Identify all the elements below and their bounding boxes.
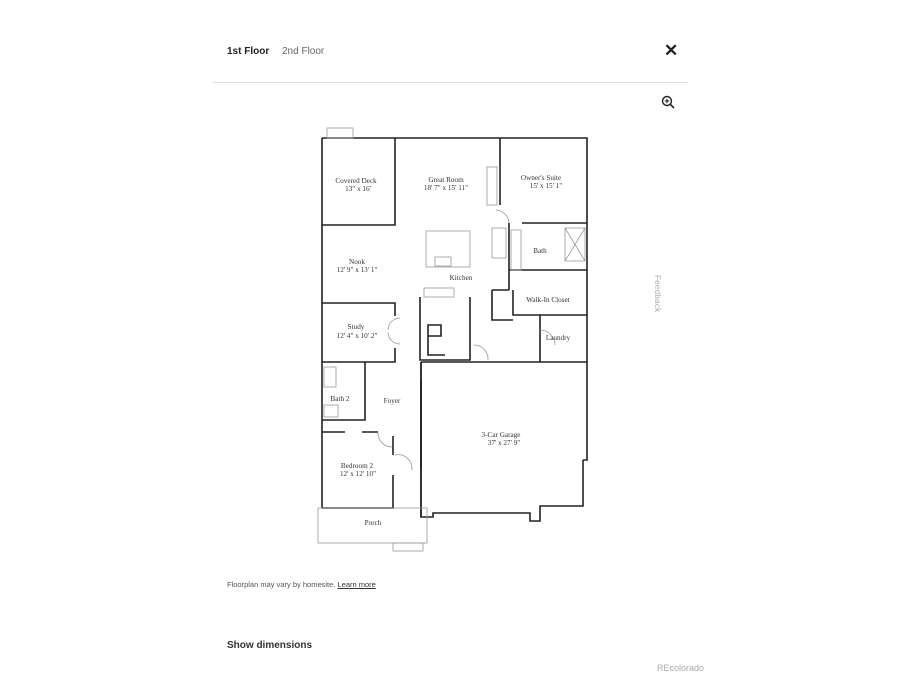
room-label: Porch [365,519,382,527]
floorplan-disclaimer: Floorplan may vary by homesite. Learn mo… [227,580,376,589]
room-label: Bath [533,247,547,255]
room-size: 12' x 12' 10" [340,470,376,478]
brand-watermark: REcolorado [657,663,705,673]
room-size: 18' 7" x 15' 11" [424,184,468,192]
room-label: Covered Deck [335,177,377,185]
zoom-in-icon[interactable] [661,95,675,109]
room-size: 12' 9" x 13' 1" [337,266,378,274]
room-label: Nook [349,258,365,266]
tab-1st-floor[interactable]: 1st Floor [227,46,270,57]
room-label: Study [348,323,365,331]
disclaimer-text: Floorplan may vary by homesite. [227,580,336,589]
room-size: 13" x 16' [345,185,371,193]
room-label: Bedroom 2 [341,462,374,470]
room-label: 3-Car Garage [482,431,521,439]
room-label: Great Room [428,176,464,184]
room-size: 37' x 27' 9" [488,439,521,447]
show-dimensions-button[interactable]: Show dimensions [227,640,313,651]
divider [213,82,688,83]
room-label: 15' x 15' 1" [530,182,563,190]
close-icon[interactable]: ✕ [664,41,679,60]
room-label: Walk-In Closet [526,296,570,304]
room-label: Laundry [546,334,571,342]
room-label: Foyer [384,397,401,405]
learn-more-link[interactable]: Learn more [337,580,376,589]
room-label: Kitchen [450,274,473,282]
tab-2nd-floor[interactable]: 2nd Floor [282,46,325,57]
room-label: Owner's Suite [521,174,561,182]
room-size: 12' 4" x 10' 2" [337,332,378,340]
room-label: Bath 2 [331,395,350,403]
